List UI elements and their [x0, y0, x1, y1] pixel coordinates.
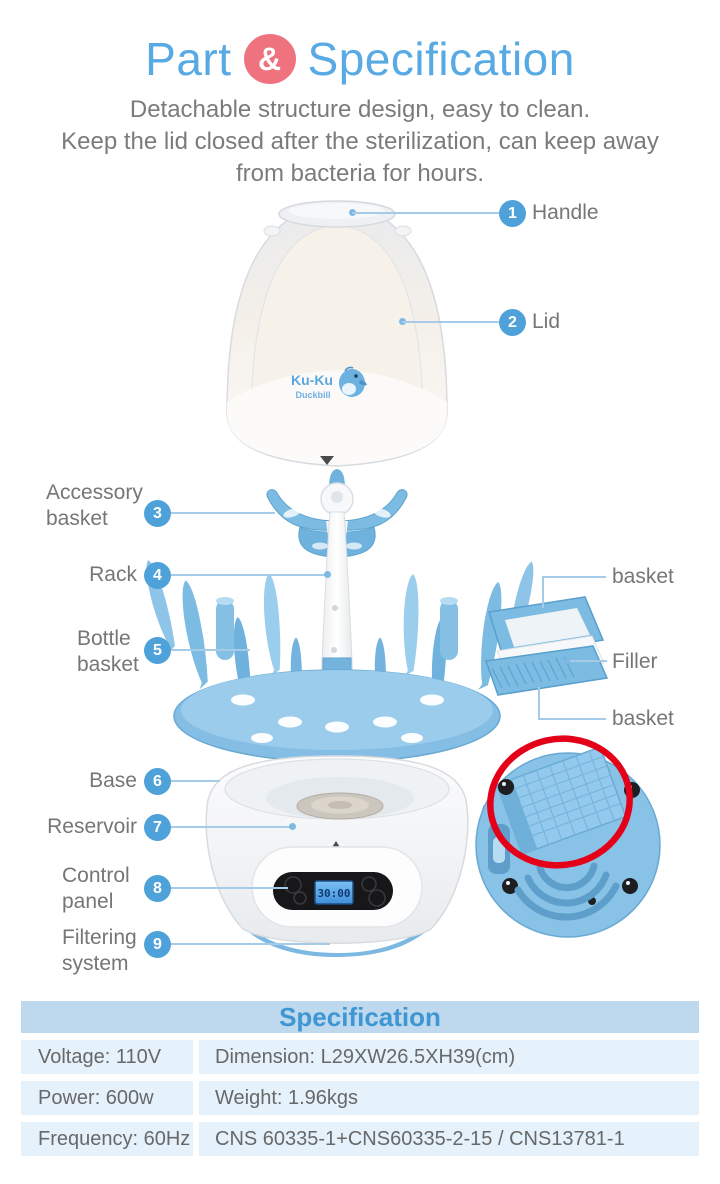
callout-line-bottle-basket: [171, 649, 250, 651]
spec-cell-dimension: Dimension: L29XW26.5XH39(cm): [199, 1040, 699, 1074]
highlight-red-circle: [487, 735, 633, 869]
filter-assembly-illustration: [484, 596, 609, 696]
product-illustration: Ku-Ku Duckbill: [142, 200, 661, 957]
callout-dot-reservoir: [289, 823, 296, 830]
callout-label-handle: Handle: [532, 201, 599, 224]
ampersand-badge: &: [243, 34, 296, 84]
callout-line-control-panel: [171, 887, 288, 889]
callout-label-reservoir: Reservoir: [47, 815, 137, 838]
callout-label-accessory-basket: Accessory basket: [46, 481, 143, 530]
spec-row-voltage: Voltage: 110V Dimension: L29XW26.5XH39(c…: [21, 1040, 699, 1074]
subtitle-line-2: Keep the lid closed after the sterilizat…: [61, 128, 659, 155]
filter-callout-label-middle: Filler: [612, 650, 658, 673]
callout-num-lid: 2: [499, 309, 526, 336]
filter-callout-hline-top: [542, 576, 606, 578]
lcd-display-value: 30:00: [317, 887, 350, 900]
callout-num-bottle-basket: 5: [144, 637, 171, 664]
spec-cell-power: Power: 600w: [21, 1081, 193, 1115]
callout-label-lid: Lid: [532, 310, 561, 333]
callout-num-control-panel: 8: [144, 875, 171, 902]
spec-cell-certifications: CNS 60335-1+CNS60335-2-15 / CNS13781-1: [199, 1122, 699, 1156]
base-bottom-view-illustration: [475, 735, 661, 938]
spec-row-power: Power: 600w Weight: 1.96kgs: [21, 1081, 699, 1115]
duck-icon: [339, 366, 367, 397]
filter-callout-vline-bottom: [538, 687, 540, 720]
filter-callout-label-bottom: basket: [612, 707, 674, 730]
callout-label-filtering-system: Filtering system: [62, 926, 137, 975]
callout-num-reservoir: 7: [144, 814, 171, 841]
callout-num-handle: 1: [499, 200, 526, 227]
subtitle: Detachable structure design, easy to cle…: [0, 94, 720, 190]
callout-label-control-panel: Control panel: [62, 864, 130, 913]
lid-handle: [278, 200, 396, 228]
callout-num-accessory-basket: 3: [144, 500, 171, 527]
filter-callout-hline-middle: [570, 660, 607, 662]
callout-line-reservoir: [171, 826, 292, 828]
subtitle-line-1: Detachable structure design, easy to cle…: [129, 96, 591, 123]
callout-line-filtering-system: [171, 943, 330, 945]
spec-cell-frequency: Frequency: 60Hz: [21, 1122, 193, 1156]
brand-logo: Ku-Ku Duckbill: [291, 366, 367, 400]
tray-illustration: [173, 669, 501, 763]
page-title: Part & Specification: [0, 32, 720, 86]
callout-line-base: [171, 780, 220, 782]
callout-num-filtering-system: 9: [144, 931, 171, 958]
filter-grid-illustration: [495, 746, 627, 856]
spec-table: Specification Voltage: 110V Dimension: L…: [21, 1001, 699, 1156]
title-specification: Specification: [307, 33, 575, 85]
title-part: Part: [145, 33, 232, 85]
base-illustration: 30:00: [205, 755, 469, 957]
callout-label-rack: Rack: [89, 563, 137, 586]
bottle-basket-illustration: [142, 558, 539, 715]
lid-illustration: Ku-Ku Duckbill: [226, 200, 448, 467]
callout-line-accessory-basket: [171, 512, 275, 514]
spec-cell-weight: Weight: 1.96kgs: [199, 1081, 699, 1115]
reservoir-illustration: [296, 792, 384, 820]
callout-dot-rack: [324, 571, 331, 578]
filter-callout-dot-middle: [565, 657, 572, 664]
control-panel-illustration: 30:00: [251, 846, 423, 928]
brand-sub: Duckbill: [295, 390, 330, 400]
filter-callout-vline-top: [542, 577, 544, 608]
lcd-screen: [314, 880, 354, 905]
filter-callout-label-top: basket: [612, 565, 674, 588]
spec-cell-voltage: Voltage: 110V: [21, 1040, 193, 1074]
spec-table-header: Specification: [21, 1001, 699, 1033]
spec-row-frequency: Frequency: 60Hz CNS 60335-1+CNS60335-2-1…: [21, 1122, 699, 1156]
callout-num-base: 6: [144, 768, 171, 795]
callout-line-rack: [171, 574, 327, 576]
brand-name: Ku-Ku: [291, 372, 333, 388]
callout-line-lid: [402, 321, 499, 323]
callout-label-base: Base: [89, 769, 137, 792]
callout-num-rack: 4: [144, 562, 171, 589]
callout-line-handle: [352, 212, 499, 214]
callout-label-bottle-basket: Bottle basket: [77, 627, 139, 676]
subtitle-line-3: from bacteria for hours.: [235, 160, 485, 187]
filter-callout-hline-bottom: [538, 718, 606, 720]
rack-illustration: [142, 469, 539, 763]
